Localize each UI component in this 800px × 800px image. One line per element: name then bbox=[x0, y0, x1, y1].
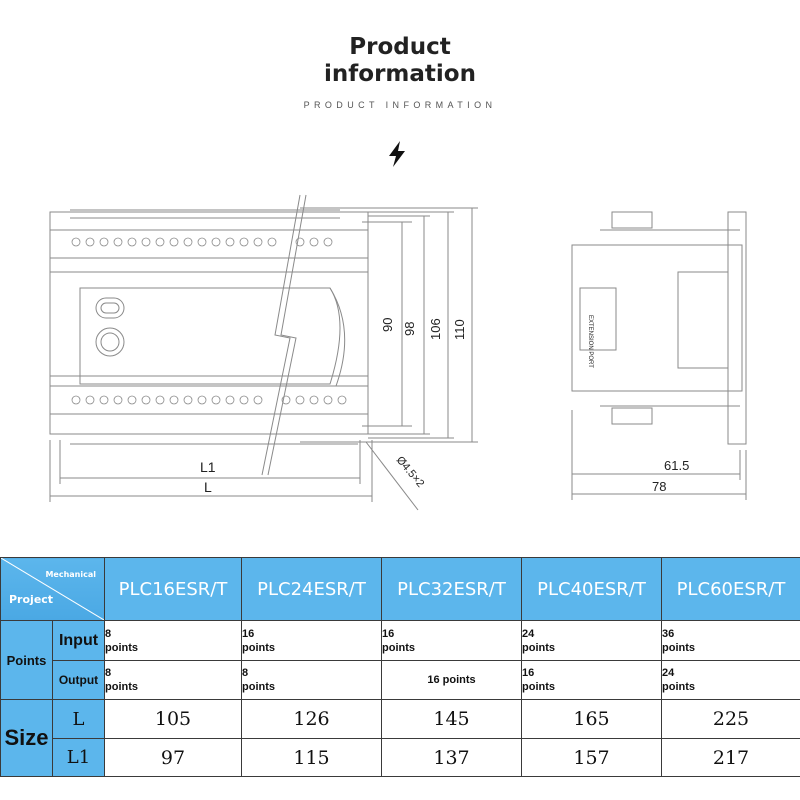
model-header: PLC24ESR/T bbox=[241, 557, 382, 621]
table-row: L1 97 115 137 157 217 bbox=[1, 738, 800, 777]
l-value: 165 bbox=[521, 699, 662, 739]
l1-value: 157 bbox=[521, 738, 662, 777]
l-value: 225 bbox=[661, 699, 800, 739]
l-value: 145 bbox=[381, 699, 522, 739]
model-header: PLC60ESR/T bbox=[661, 557, 800, 621]
l-label: L bbox=[52, 699, 105, 739]
l1-value: 97 bbox=[104, 738, 242, 777]
dimension-106: 106 bbox=[428, 318, 443, 340]
lightning-bolt-icon bbox=[389, 141, 405, 167]
points-label: Points bbox=[0, 620, 53, 700]
spec-table: Mechanical Project PLC16ESR/T PLC24ESR/T… bbox=[0, 557, 800, 777]
model-header: PLC16ESR/T bbox=[104, 557, 242, 621]
corner-cell: Mechanical Project bbox=[0, 557, 105, 621]
output-label: Output bbox=[52, 660, 105, 700]
title-line-1: Product bbox=[349, 34, 451, 60]
l1-value: 115 bbox=[241, 738, 382, 777]
dimension-90: 90 bbox=[380, 318, 395, 332]
top-terminals bbox=[70, 209, 340, 219]
l1-value: 137 bbox=[381, 738, 522, 777]
size-label: Size bbox=[0, 699, 53, 777]
extension-port-label: EXTENSION PORT bbox=[587, 315, 593, 368]
l-value: 126 bbox=[241, 699, 382, 739]
page-title: Product information bbox=[0, 34, 800, 88]
dimension-61-5: 61.5 bbox=[664, 458, 689, 473]
l1-value: 217 bbox=[661, 738, 800, 777]
l1-label: L1 bbox=[52, 738, 105, 777]
input-label: Input bbox=[52, 620, 105, 661]
dimension-l: L bbox=[204, 479, 212, 495]
output-cell: 16 points bbox=[381, 660, 522, 700]
dimension-78: 78 bbox=[652, 479, 666, 494]
dimension-98: 98 bbox=[402, 322, 417, 336]
dimension-l1: L1 bbox=[200, 459, 216, 475]
page-subtitle: PRODUCT INFORMATION bbox=[303, 100, 497, 110]
corner-project: Project bbox=[9, 593, 54, 606]
dimension-110: 110 bbox=[452, 319, 467, 340]
technical-drawing: 90 98 106 110 L1 L Ø4.5×2 EXTENSION PORT… bbox=[49, 194, 747, 511]
table-row: Size L 105 126 145 165 225 bbox=[0, 699, 800, 777]
l-value: 105 bbox=[104, 699, 242, 739]
title-line-2: information bbox=[324, 61, 476, 87]
model-header: PLC32ESR/T bbox=[381, 557, 522, 621]
model-header: PLC40ESR/T bbox=[521, 557, 662, 621]
corner-mechanical: Mechanical bbox=[45, 570, 96, 579]
